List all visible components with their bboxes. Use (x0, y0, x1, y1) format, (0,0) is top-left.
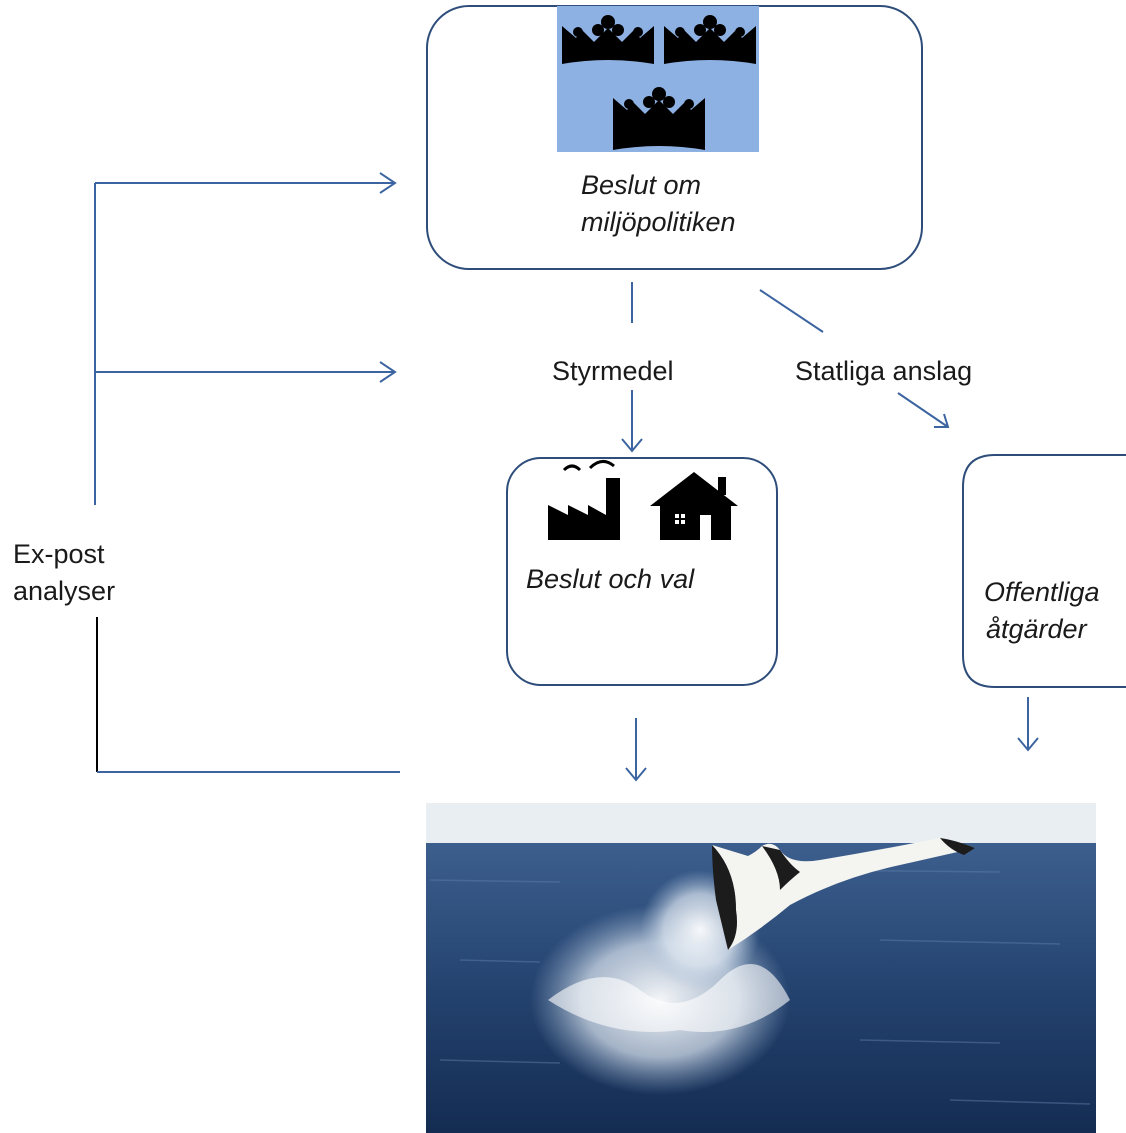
arrow-anslag-to-public (897, 392, 950, 428)
connector-policy-anslag (759, 289, 824, 333)
public-box-label-line2: åtgärder (986, 614, 1087, 644)
public-box (962, 454, 1126, 688)
expost-label-line2: analyser (13, 576, 116, 606)
styrmedel-label: Styrmedel (552, 356, 674, 386)
arrow-public-to-outcome (1017, 697, 1039, 752)
expost-feedback-lines (94, 172, 400, 773)
public-box-label-line1: Offentliga (984, 577, 1100, 607)
manta-ray-photo (426, 803, 1096, 1133)
expost-label-line1: Ex-post (13, 539, 105, 569)
factory-icon (548, 460, 620, 540)
arrow-actors-to-outcome (625, 718, 647, 782)
three-crowns-emblem-icon (557, 6, 759, 152)
statliga-anslag-label: Statliga anslag (795, 356, 973, 386)
policy-box-label-line1: Beslut om (581, 170, 702, 200)
policy-box-label-line2: miljöpolitiken (581, 207, 736, 237)
house-icon (650, 472, 738, 540)
arrow-styrmedel-to-actors (621, 390, 643, 453)
actors-box-label: Beslut och val (526, 564, 695, 594)
